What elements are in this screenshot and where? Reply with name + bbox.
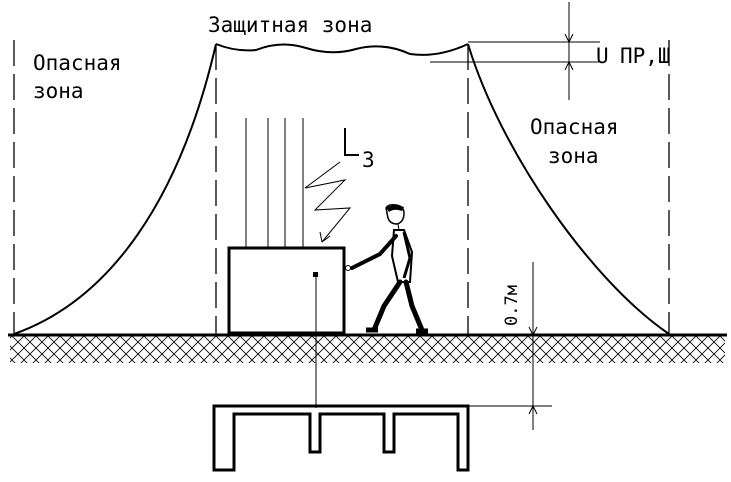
potential-curve-right bbox=[467, 43, 670, 335]
danger-zone-left-line1: Опасная bbox=[33, 51, 122, 75]
depth-arrow-down-icon bbox=[528, 326, 538, 337]
potential-curve-top bbox=[215, 43, 469, 56]
danger-zone-left-line2: зона bbox=[33, 79, 84, 103]
voltage-pr-subscript: ПР,Ш bbox=[620, 44, 671, 68]
voltage-pr-symbol: U bbox=[596, 44, 609, 68]
grounding-terminal bbox=[313, 272, 318, 277]
voltage-z-subscript: З bbox=[362, 148, 375, 172]
arrow-down-icon bbox=[564, 33, 574, 44]
danger-zone-right-line2: зона bbox=[548, 144, 599, 168]
protective-zone-label: Защитная зона bbox=[208, 13, 372, 37]
ground-electrode bbox=[212, 404, 470, 472]
danger-zone-right-line1: Опасная bbox=[530, 115, 619, 139]
depth-arrow-up-icon bbox=[528, 404, 538, 415]
depth-label: 0.7м bbox=[502, 285, 522, 326]
soil-hatch bbox=[10, 336, 725, 363]
lightning-icon bbox=[304, 161, 352, 243]
person-icon bbox=[345, 204, 428, 334]
potential-curve-left bbox=[13, 43, 217, 335]
voltage-z-symbol-glyph bbox=[344, 128, 359, 156]
lightning-arrow-icon bbox=[319, 231, 331, 243]
arrow-up-icon bbox=[564, 60, 574, 71]
equipment-enclosure bbox=[227, 246, 346, 335]
